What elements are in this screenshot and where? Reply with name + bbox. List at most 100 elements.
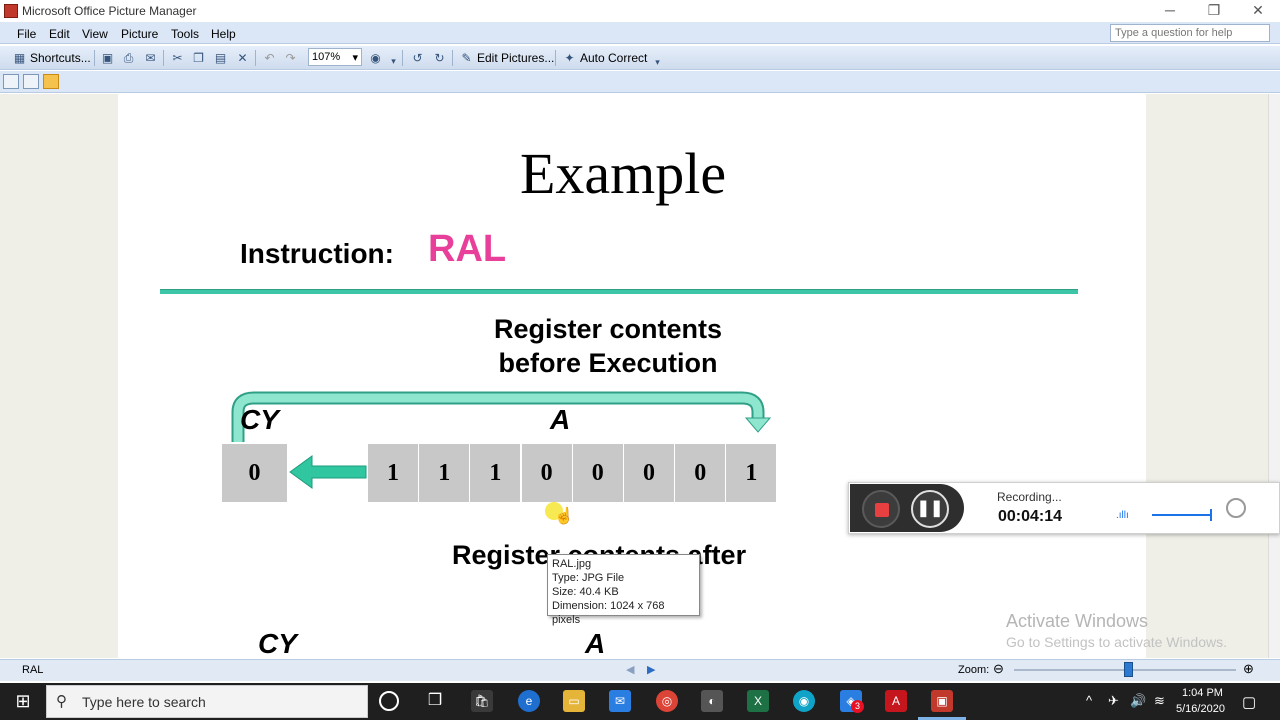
- auto-correct-button[interactable]: Auto Correct: [580, 51, 648, 65]
- zoom-out-icon[interactable]: ⊖: [993, 661, 1004, 676]
- accumulator-bit: 0: [572, 444, 624, 502]
- excel-icon[interactable]: X: [747, 690, 769, 712]
- close-button[interactable]: ✕: [1252, 2, 1264, 18]
- file-info-tooltip: RAL.jpg Type: JPG File Size: 40.4 KB Dim…: [547, 554, 700, 626]
- chevron-down-icon: ▾: [352, 52, 358, 64]
- volume-slider-thumb[interactable]: [1210, 509, 1212, 521]
- shortcuts-button[interactable]: Shortcuts...: [30, 51, 91, 65]
- auto-correct-icon: ✦: [564, 51, 575, 65]
- clock-time[interactable]: 1:04 PM: [1182, 687, 1223, 699]
- rotate-right-icon[interactable]: ↻: [434, 51, 445, 65]
- filmstrip-view-button[interactable]: [23, 74, 39, 89]
- stop-icon: [875, 503, 889, 517]
- menu-view[interactable]: View: [82, 27, 108, 41]
- undo-icon[interactable]: ↶: [264, 51, 275, 65]
- browser-icon[interactable]: ◉: [793, 690, 815, 712]
- file-explorer-icon[interactable]: ▭: [563, 690, 585, 712]
- tray-overflow-icon[interactable]: ^: [1086, 693, 1093, 708]
- toolbar-options-icon[interactable]: ▾: [655, 57, 660, 67]
- edge-icon[interactable]: e: [518, 690, 540, 712]
- picture-manager-icon[interactable]: ▣: [931, 690, 953, 712]
- toolbar-separator: [255, 50, 256, 66]
- cut-icon[interactable]: ✂: [172, 51, 183, 65]
- menu-edit[interactable]: Edit: [49, 27, 70, 41]
- accumulator-bit: 1: [470, 444, 522, 502]
- action-center-icon[interactable]: ▢: [1242, 694, 1257, 711]
- divider-line: [160, 289, 1078, 294]
- windows-start-icon[interactable]: ⊞: [15, 691, 31, 711]
- toolbar-options-icon[interactable]: ▾: [391, 56, 396, 66]
- store-icon[interactable]: 🛍: [471, 690, 493, 712]
- instruction-label: Instruction:: [240, 238, 394, 269]
- acrobat-icon[interactable]: A: [885, 690, 907, 712]
- audio-level-icon: .ıllı: [1116, 510, 1129, 521]
- wifi-icon[interactable]: ≋: [1154, 693, 1165, 708]
- zoom-in-icon[interactable]: ⊕: [1243, 661, 1254, 676]
- previous-picture-icon[interactable]: ◀: [626, 664, 635, 676]
- delete-icon[interactable]: ✕: [237, 51, 248, 65]
- pause-icon: ❚❚: [916, 500, 944, 517]
- status-bar: [0, 659, 1280, 681]
- accumulator-bit: 1: [726, 444, 778, 502]
- taskbar-search-box[interactable]: [46, 685, 368, 718]
- volume-slider[interactable]: [1152, 514, 1212, 516]
- print-icon[interactable]: ⎙: [123, 51, 134, 65]
- tooltip-type: Type: JPG File: [552, 572, 625, 584]
- accumulator-bit: 0: [624, 444, 675, 502]
- app-icon: [4, 4, 18, 18]
- menu-tools[interactable]: Tools: [171, 27, 200, 41]
- media-app-icon[interactable]: ◐: [701, 690, 723, 712]
- zoom-label: Zoom:: [958, 664, 990, 676]
- menu-bar: [0, 22, 1280, 44]
- help-search-input[interactable]: Type a question for help: [1110, 24, 1270, 42]
- cortana-icon[interactable]: [379, 691, 399, 711]
- pause-recording-button[interactable]: ❚❚: [911, 490, 949, 528]
- tooltip-size: Size: 40.4 KB: [552, 586, 619, 598]
- zoom-select[interactable]: 107% ▾: [308, 48, 362, 66]
- slide-title: Example: [520, 141, 727, 206]
- menu-help[interactable]: Help: [211, 27, 236, 41]
- recording-status: Recording...: [997, 490, 1062, 504]
- accumulator-bit: 0: [521, 444, 573, 502]
- save-icon[interactable]: ▣: [101, 51, 114, 65]
- edit-pictures-button[interactable]: Edit Pictures...: [477, 51, 555, 65]
- redo-icon[interactable]: ↷: [285, 51, 296, 65]
- vertical-scrollbar[interactable]: [1268, 94, 1280, 658]
- copy-icon[interactable]: ❐: [193, 51, 204, 65]
- before-heading: Register contents before Execution: [478, 312, 738, 380]
- minimize-button[interactable]: ─: [1165, 2, 1175, 18]
- activation-watermark-subtitle: Go to Settings to activate Windows.: [1006, 634, 1227, 650]
- status-file-name: RAL: [22, 664, 44, 676]
- volume-icon[interactable]: 🔊: [1130, 693, 1147, 708]
- clock-date[interactable]: 5/16/2020: [1176, 703, 1225, 715]
- help-icon[interactable]: ◉: [370, 51, 381, 65]
- notification-badge: 3: [851, 700, 864, 713]
- task-view-icon[interactable]: ❒: [427, 692, 443, 709]
- rotate-left-icon[interactable]: ↺: [412, 51, 423, 65]
- accumulator-label: A: [550, 404, 571, 435]
- single-picture-view-button[interactable]: [43, 74, 59, 89]
- taskbar-search-placeholder: Type here to search: [82, 694, 206, 710]
- paste-icon[interactable]: ▤: [214, 51, 227, 65]
- active-app-indicator: [918, 717, 966, 720]
- thumbnail-view-button[interactable]: [3, 74, 19, 89]
- after-accumulator-label: A: [585, 628, 606, 659]
- webcam-icon[interactable]: [1226, 498, 1246, 518]
- toolbar-separator: [402, 50, 403, 66]
- toolbar-separator: [94, 50, 95, 66]
- email-icon[interactable]: ✉: [145, 51, 156, 65]
- chrome-icon[interactable]: ◎: [656, 690, 678, 712]
- title-bar: Microsoft Office Picture Manager ─ ❐ ✕: [0, 0, 1280, 22]
- stop-recording-button[interactable]: [862, 490, 900, 528]
- shortcuts-icon: ▦: [13, 51, 26, 65]
- network-icon[interactable]: ✈: [1108, 693, 1119, 708]
- menu-file[interactable]: File: [17, 27, 37, 41]
- zoom-slider-thumb[interactable]: [1124, 662, 1133, 677]
- mail-icon[interactable]: ✉: [609, 690, 631, 712]
- rotation-arrows: [231, 391, 772, 489]
- menu-picture[interactable]: Picture: [121, 27, 159, 41]
- restore-button[interactable]: ❐: [1207, 2, 1221, 18]
- accumulator-bit: 1: [368, 444, 419, 502]
- toolbar-separator: [555, 50, 556, 66]
- next-picture-icon[interactable]: ▶: [647, 664, 656, 676]
